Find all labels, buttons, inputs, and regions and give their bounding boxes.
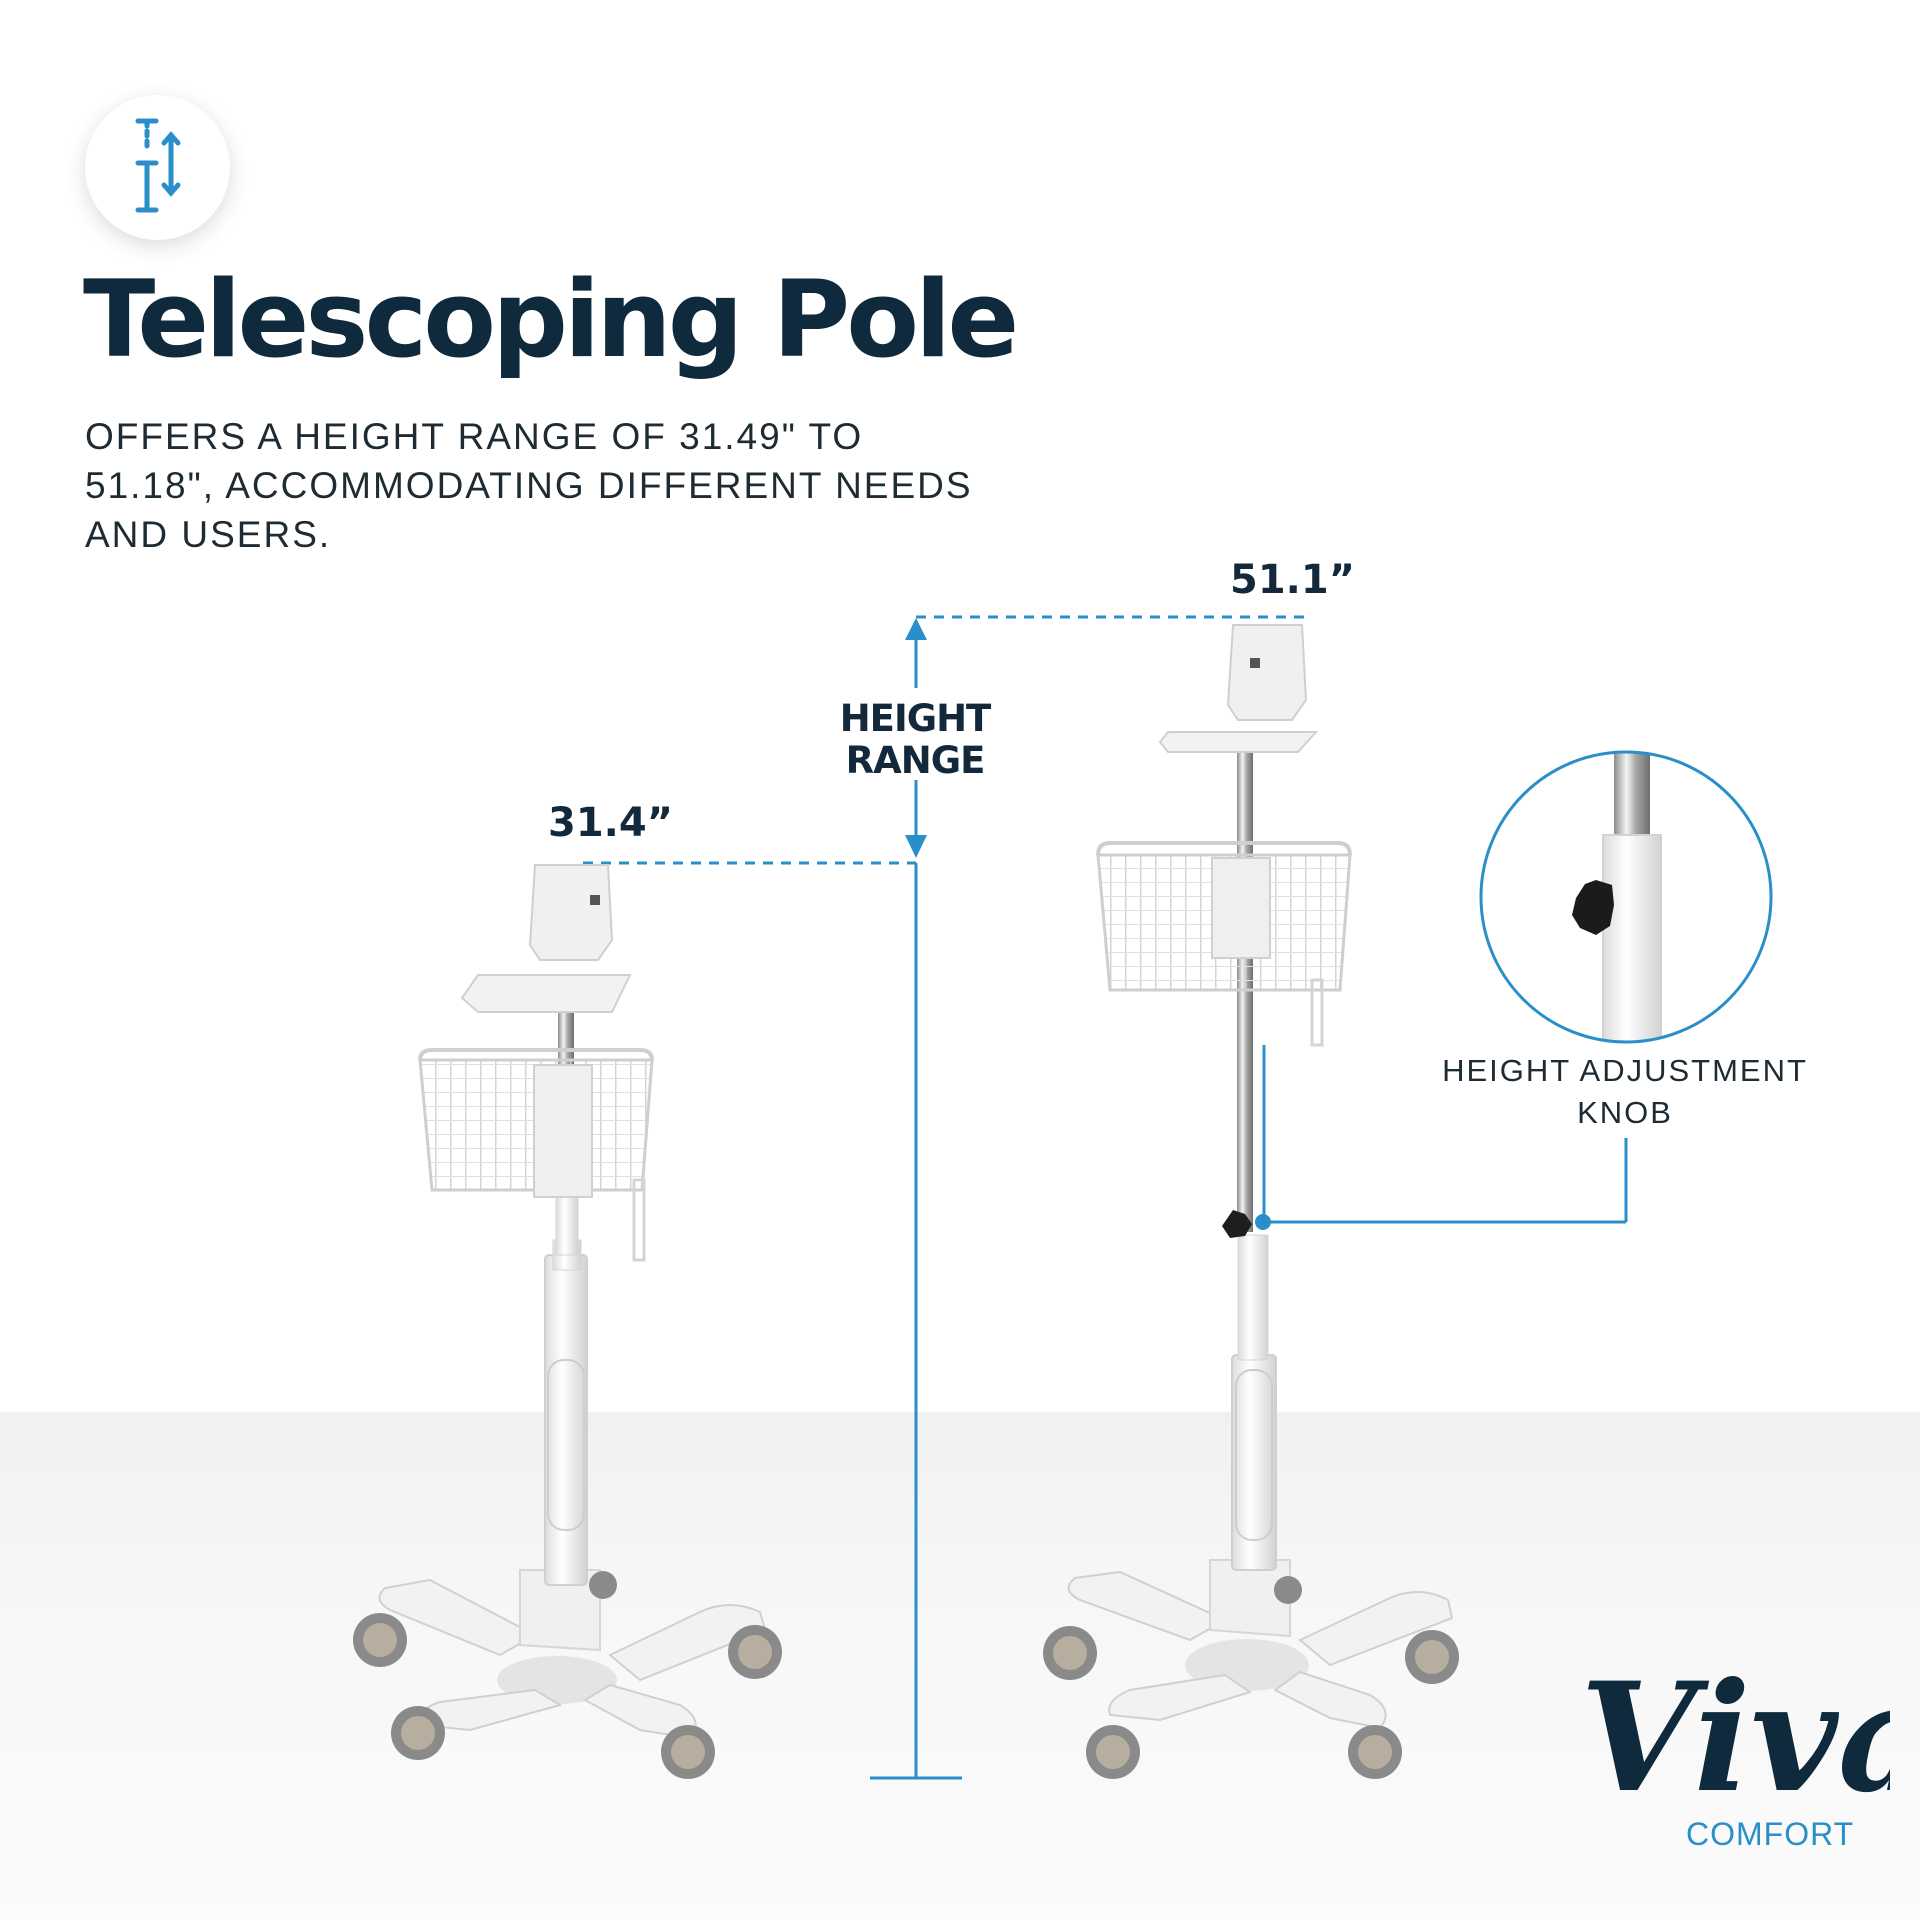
min-height-label: 31.4” [548, 800, 673, 846]
viva-logo: Viva [1580, 1660, 1890, 1826]
stand-high-basket [1096, 841, 1352, 1047]
page-title: Telescoping Pole [83, 258, 1019, 381]
logo-word: Viva [1580, 1660, 1890, 1826]
knob-zoom-callout [1479, 750, 1773, 1044]
callout-leader-top [1262, 1045, 1266, 1224]
height-adjust-icon [85, 95, 230, 240]
range-arrow-down-head [905, 835, 927, 858]
stand-high-base [1043, 1559, 1459, 1779]
stand-high-knob [1222, 1210, 1252, 1238]
height-range-label: HEIGHT RANGE [805, 698, 1025, 782]
stand-low-basket [418, 1048, 654, 1262]
max-height-label: 51.1” [1230, 557, 1355, 603]
stand-high [1043, 624, 1459, 1779]
floor-background [0, 1412, 1920, 1920]
height-range-line1: HEIGHT [839, 697, 992, 740]
knob-callout-label: HEIGHT ADJUSTMENT KNOB [1442, 1053, 1808, 1130]
stand-low-base [353, 1569, 782, 1779]
knob-callout-dot [1255, 1214, 1271, 1230]
stand-low [353, 864, 782, 1779]
range-arrow-up-head [905, 618, 927, 640]
measurement-lines [583, 615, 1628, 1780]
description-text: OFFERS A HEIGHT RANGE OF 31.49" TO 51.18… [85, 416, 973, 555]
logo-subtitle: COMFORT [1686, 1816, 1855, 1852]
height-range-line2: RANGE [845, 739, 986, 782]
